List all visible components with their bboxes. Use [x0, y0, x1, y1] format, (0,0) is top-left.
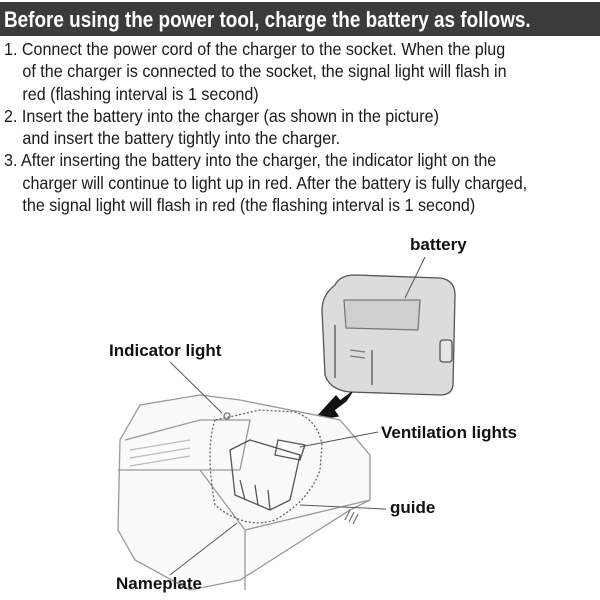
page-title: Before using the power tool, charge the …	[4, 7, 531, 32]
label-ventilation-lights: Ventilation lights	[381, 423, 518, 442]
title-banner: Before using the power tool, charge the …	[0, 2, 600, 36]
step-line: red (flashing interval is 1 second)	[22, 83, 259, 104]
step-1: 1. Connect the power cord of the charger…	[4, 38, 600, 105]
label-nameplate: Nameplate	[116, 574, 202, 593]
label-battery: battery	[410, 235, 467, 254]
step-line: 2. Insert the battery into the charger (…	[4, 105, 439, 126]
instruction-steps: 1. Connect the power cord of the charger…	[4, 38, 600, 216]
step-3: 3. After inserting the battery into the …	[4, 149, 600, 216]
step-2: 2. Insert the battery into the charger (…	[4, 105, 600, 150]
label-guide: guide	[390, 498, 436, 517]
charger-illustration	[117, 394, 371, 591]
battery-illustration	[321, 274, 456, 396]
step-line: and insert the battery tightly into the …	[22, 128, 341, 149]
step-line: charger will continue to light up in red…	[22, 172, 528, 193]
step-line: the signal light will flash in red (the …	[22, 195, 476, 216]
step-line: 1. Connect the power cord of the charger…	[4, 39, 506, 59]
charger-battery-illustration	[117, 256, 456, 591]
label-indicator-light: Indicator light	[109, 341, 222, 360]
step-line: of the charger is connected to the socke…	[22, 61, 507, 82]
step-line: 3. After inserting the battery into the …	[4, 150, 497, 171]
